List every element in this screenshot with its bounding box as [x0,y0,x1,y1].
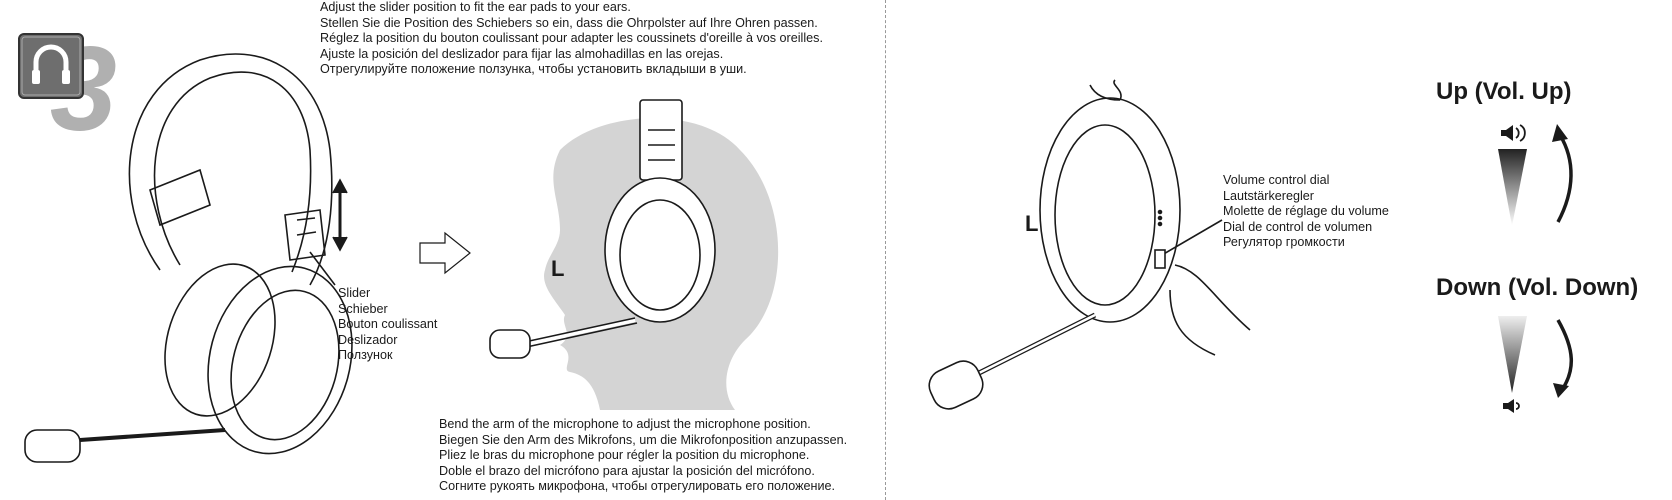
speaker-quiet-icon [1503,399,1520,413]
rotate-up-arrow-icon [1552,124,1573,223]
slider-label: Slider Schieber Bouton coulissant Desliz… [338,286,437,364]
headset-illustration [24,53,353,463]
headphones-icon [18,33,84,99]
speaker-loud-icon [1501,124,1526,142]
volume-increase-wedge [1498,149,1527,226]
ear-closeup-illustration [928,79,1251,410]
rotate-down-arrow-icon [1553,319,1574,398]
instruction-line: Biegen Sie den Arm des Mikrofons, um die… [439,432,848,447]
instruction-line: Согните рукоять микрофона, чтобы отрегул… [439,479,836,494]
label-line: Schieber [338,301,388,316]
slider-instructions: Adjust the slider position to fit the ea… [320,0,823,78]
label-line: Volume control dial [1223,173,1330,187]
label-line: Регулятор громкости [1223,235,1345,250]
section-divider [885,0,886,500]
instruction-line: Doble el brazo del micrófono para ajusta… [439,463,815,478]
instruction-line: Отрегулируйте положение ползунка, чтобы … [320,62,747,77]
label-line: Molette de réglage du volume [1223,204,1389,219]
left-side-marker-head: L [551,256,565,281]
left-side-marker-ear: L [1025,211,1039,236]
instruction-line: Pliez le bras du microphone pour régler … [439,448,810,463]
instruction-line: Adjust the slider position to fit the ea… [320,0,631,14]
label-line: Lautstärkeregler [1223,188,1315,203]
instruction-line: Stellen Sie die Position des Schiebers s… [320,15,818,30]
label-line: Slider [338,286,371,300]
volume-decrease-wedge [1498,316,1527,393]
label-line: Ползунок [338,348,393,363]
volume-up-heading: Up (Vol. Up) [1436,78,1572,105]
next-arrow-icon [419,231,471,275]
label-line: Bouton coulissant [338,317,438,332]
volume-dial-label: Volume control dial Lautstärkeregler Mol… [1223,173,1389,251]
instruction-line: Réglez la position du bouton coulissant … [320,31,823,46]
mic-instructions: Bend the arm of the microphone to adjust… [439,417,847,495]
label-line: Deslizador [338,332,398,347]
instruction-line: Bend the arm of the microphone to adjust… [439,417,811,431]
headset-worn-illustration [489,99,716,359]
instruction-line: Ajuste la posición del deslizador para f… [320,46,724,61]
volume-down-heading: Down (Vol. Down) [1436,274,1639,301]
label-line: Dial de control de volumen [1223,219,1373,234]
